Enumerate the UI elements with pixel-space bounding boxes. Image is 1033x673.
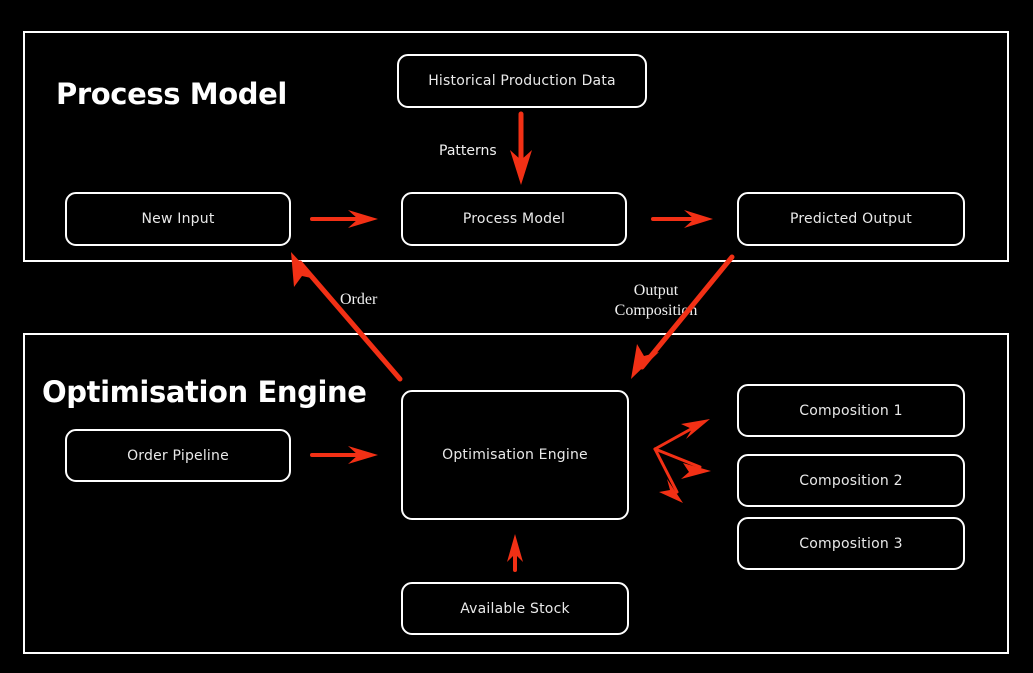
edge-label-output-composition-line2: Composition [614,302,698,319]
node-composition-1[interactable]: Composition 1 [737,384,965,437]
panel-optimisation-engine-title: Optimisation Engine [42,375,367,409]
panel-process-model-title: Process Model [56,77,287,111]
node-process-model[interactable]: Process Model [401,192,627,246]
node-order-pipeline[interactable]: Order Pipeline [65,429,291,482]
node-optimisation-engine[interactable]: Optimisation Engine [401,390,629,520]
edge-label-order: Order [340,291,378,308]
node-composition-2[interactable]: Composition 2 [737,454,965,507]
node-available-stock[interactable]: Available Stock [401,582,629,635]
node-historical-production-data[interactable]: Historical Production Data [397,54,647,108]
node-new-input[interactable]: New Input [65,192,291,246]
node-composition-3[interactable]: Composition 3 [737,517,965,570]
edge-label-output-composition: Output Composition [588,281,724,321]
node-predicted-output[interactable]: Predicted Output [737,192,965,246]
edge-label-patterns: Patterns [439,143,497,159]
edge-label-output-composition-line1: Output [633,282,679,299]
